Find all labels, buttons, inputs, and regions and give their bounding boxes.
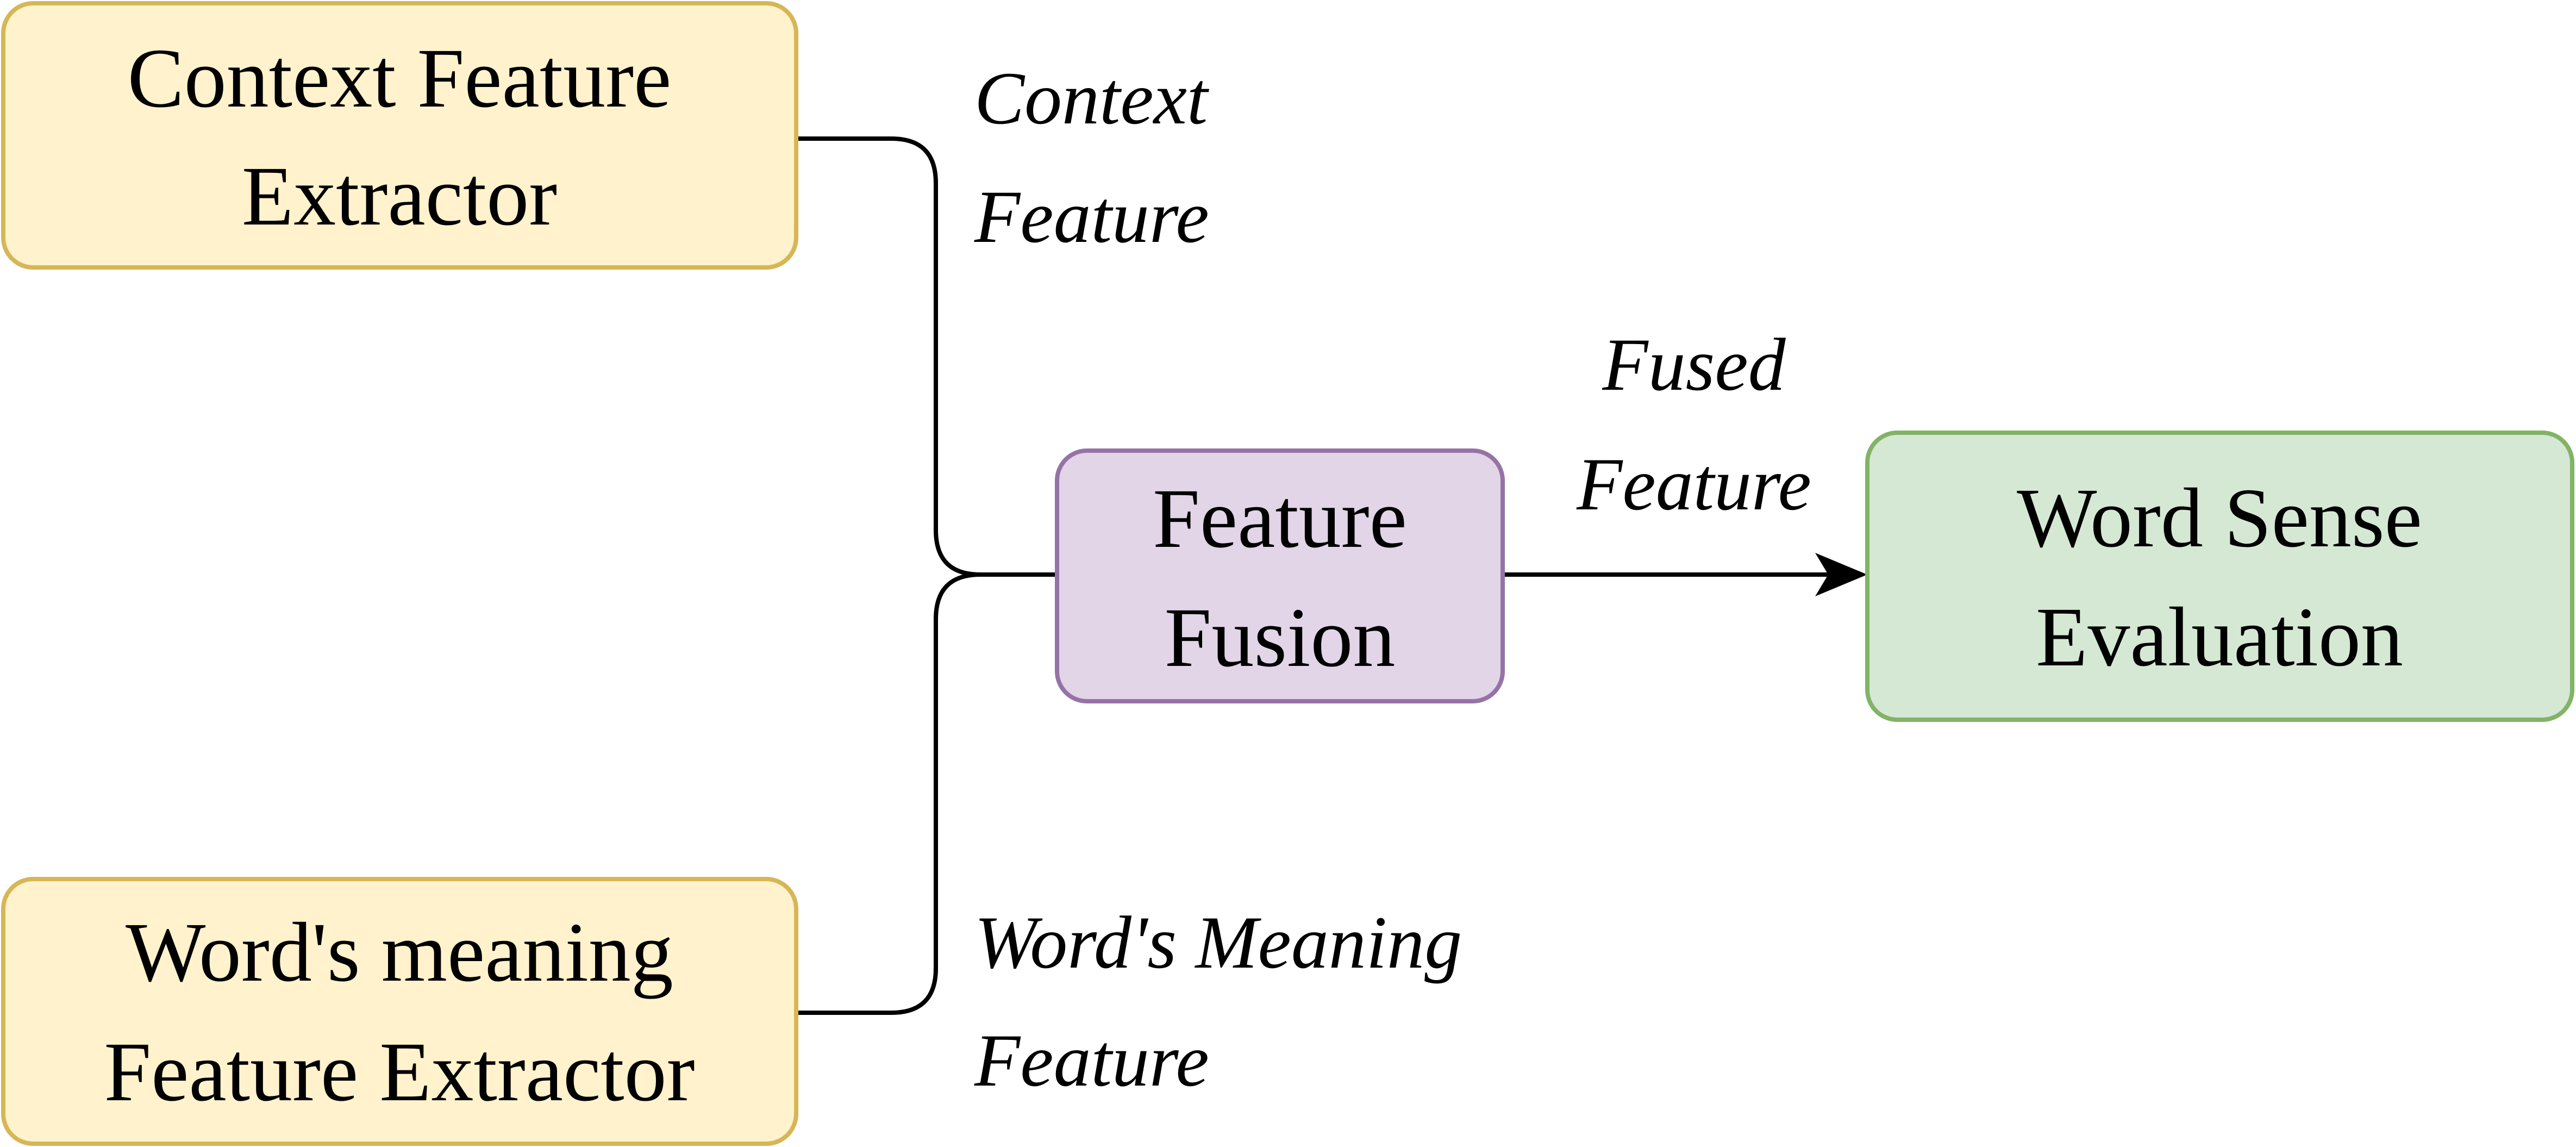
meaning-feature-extractor-box xyxy=(1,877,798,1146)
connector-context-to-fusion xyxy=(796,136,1057,577)
word-sense-evaluation-label-line2: Evaluation xyxy=(2036,590,2403,684)
fused-feature-edge-label: Fused Feature xyxy=(1576,323,1811,526)
feature-fusion-label-line2: Fusion xyxy=(1165,590,1396,684)
meaning-feature-extractor-label-line2: Feature Extractor xyxy=(104,1025,695,1119)
connector-meaning-to-fusion xyxy=(796,572,1057,1015)
feature-fusion-box xyxy=(1055,448,1505,703)
word-sense-evaluation-label-line1: Word Sense xyxy=(2017,471,2422,565)
meaning-feature-extractor-node: Word's meaning Feature Extractor xyxy=(1,877,798,1146)
context-feature-label-line1: Context xyxy=(974,57,1210,140)
context-feature-extractor-node: Context Feature Extractor xyxy=(1,1,798,270)
meaning-feature-edge-label: Word's Meaning Feature xyxy=(974,901,1462,1102)
feature-fusion-label-line1: Feature xyxy=(1153,471,1407,565)
context-feature-extractor-label-line2: Extractor xyxy=(242,149,557,243)
context-feature-extractor-label-line1: Context Feature xyxy=(128,31,672,125)
meaning-feature-extractor-label-line1: Word's meaning xyxy=(126,905,673,999)
context-feature-label-line2: Feature xyxy=(974,175,1209,258)
word-sense-evaluation-box xyxy=(1865,431,2574,722)
fused-feature-label-line1: Fused xyxy=(1602,323,1786,406)
meaning-feature-label-line2: Feature xyxy=(974,1019,1209,1102)
meaning-feature-label-line1: Word's Meaning xyxy=(974,901,1462,984)
context-feature-edge-label: Context Feature xyxy=(974,57,1210,258)
feature-fusion-node: Feature Fusion xyxy=(1055,448,1505,703)
fused-feature-label-line2: Feature xyxy=(1576,442,1811,526)
word-sense-evaluation-node: Word Sense Evaluation xyxy=(1865,431,2574,722)
context-feature-extractor-box xyxy=(1,1,798,270)
